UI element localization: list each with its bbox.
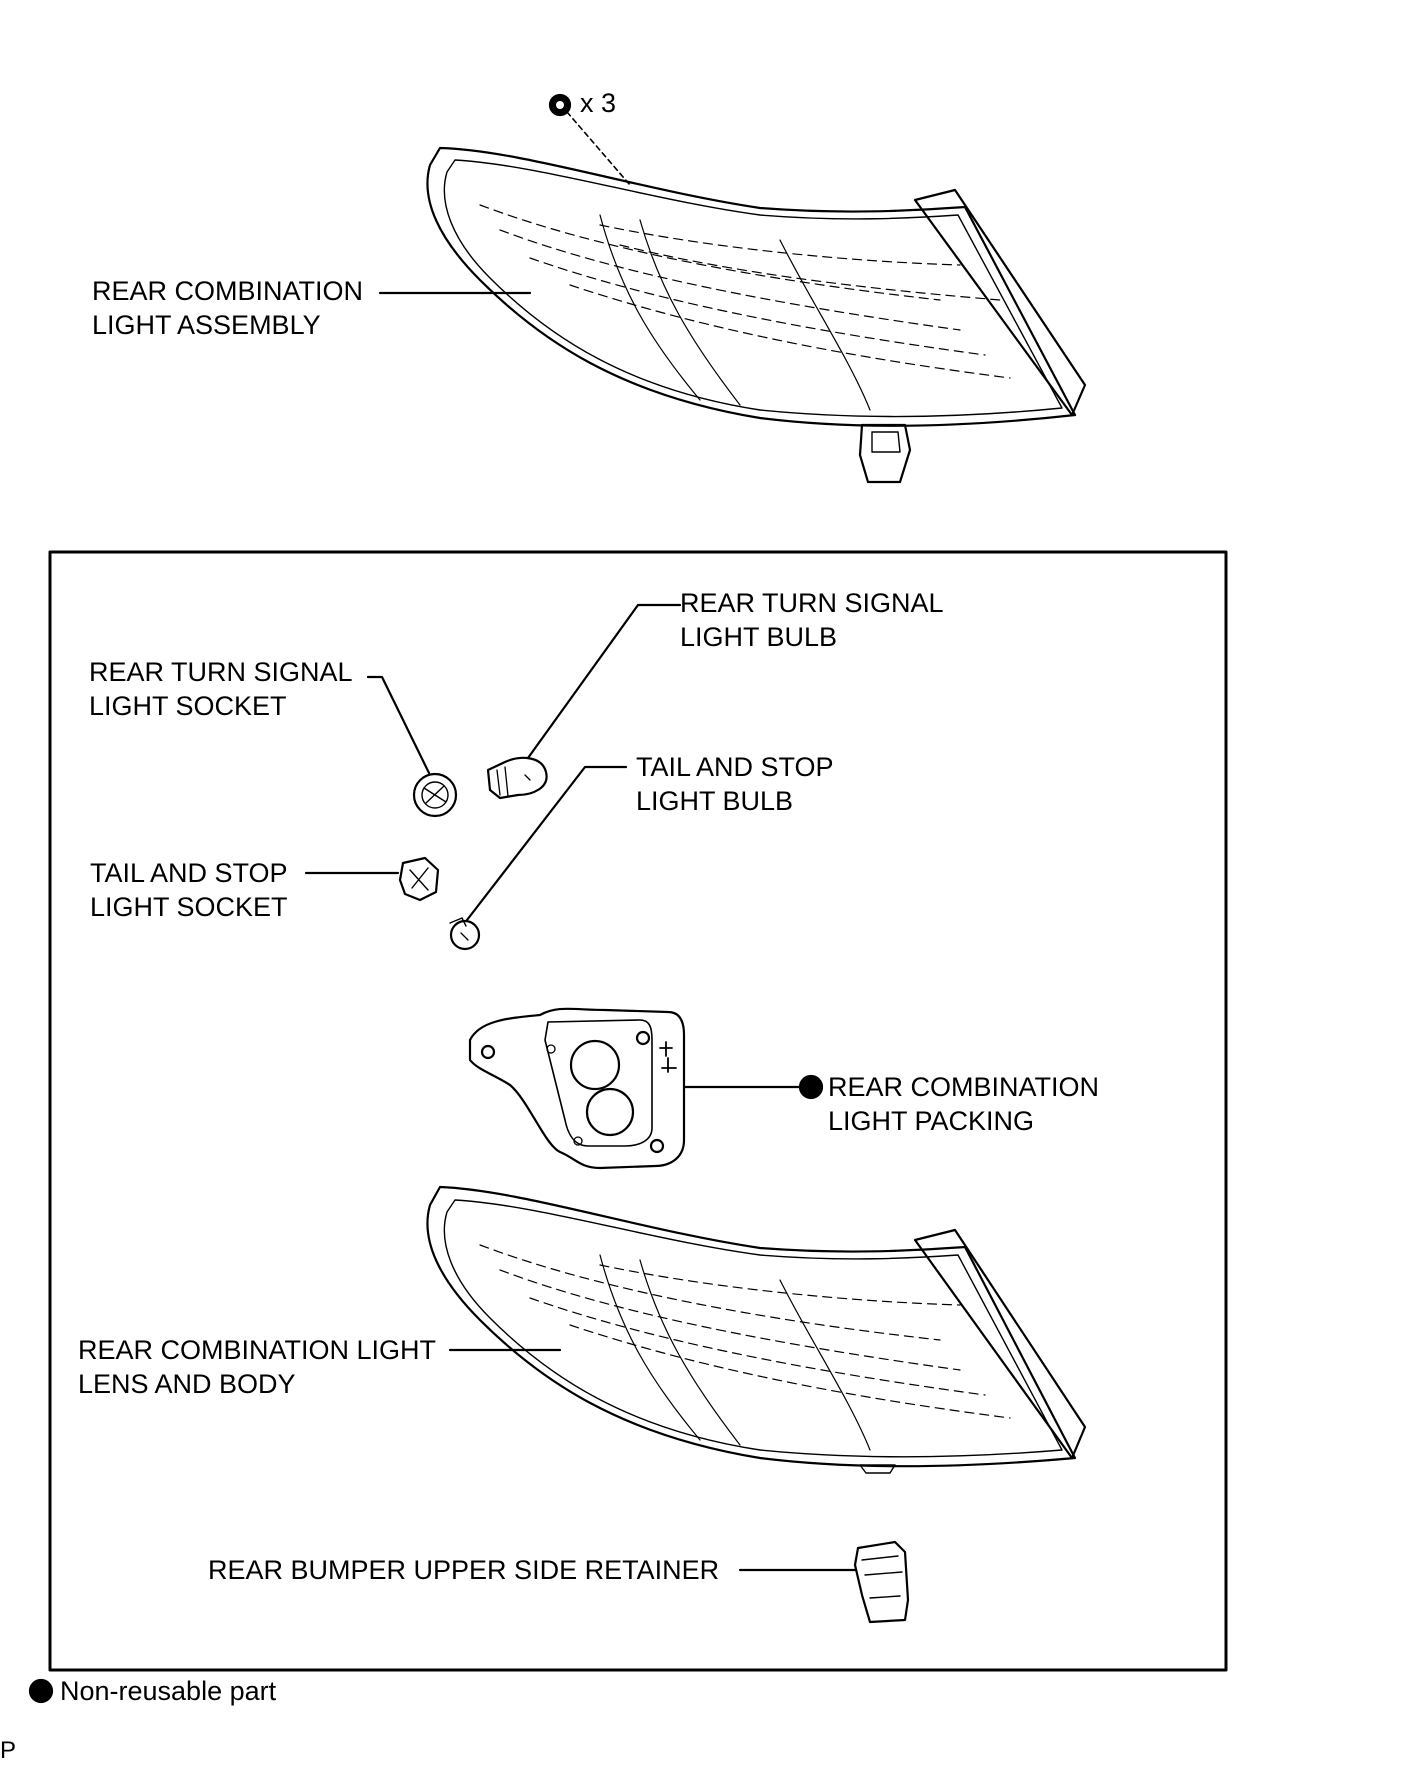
non-reusable-legend-label: Non-reusable part [60, 1676, 277, 1706]
turn-signal-socket-label: REAR TURN SIGNAL LIGHT SOCKET [89, 657, 353, 721]
tail-stop-bulb-illustration [449, 917, 481, 951]
non-reusable-marker-packing [798, 1074, 824, 1100]
light-packing-label: REAR COMBINATION LIGHT PACKING [828, 1072, 1100, 1136]
bumper-retainer-label: REAR BUMPER UPPER SIDE RETAINER [208, 1555, 720, 1585]
corner-code: P [0, 1737, 17, 1764]
turn-bulb-leader-line [526, 603, 682, 760]
turn-signal-bulb-label: REAR TURN SIGNAL LIGHT BULB [680, 588, 944, 652]
non-reusable-legend-dot [28, 1678, 54, 1704]
turn-signal-socket-illustration [412, 772, 458, 818]
disassembly-box [48, 550, 1228, 1672]
rear-combination-light-assembly-label: REAR COMBINATION LIGHT ASSEMBLY [92, 276, 364, 340]
tail-stop-bulb-label: TAIL AND STOP LIGHT BULB [636, 752, 834, 816]
screw-icon [548, 93, 572, 117]
rear-combination-light-assembly-illustration [426, 111, 1087, 484]
bumper-retainer-illustration [853, 1540, 910, 1624]
light-packing-illustration [468, 1007, 686, 1170]
tail-stop-socket-label: TAIL AND STOP LIGHT SOCKET [90, 858, 288, 922]
turn-signal-bulb-illustration [486, 756, 548, 800]
screw-quantity-label: x 3 [580, 88, 617, 118]
tail-stop-bulb-leader-line [465, 765, 628, 922]
lens-and-body-label: REAR COMBINATION LIGHT LENS AND BODY [78, 1335, 437, 1399]
turn-socket-leader-line [366, 675, 431, 775]
tail-stop-socket-illustration [398, 856, 440, 902]
lens-and-body-illustration [426, 1185, 1087, 1474]
